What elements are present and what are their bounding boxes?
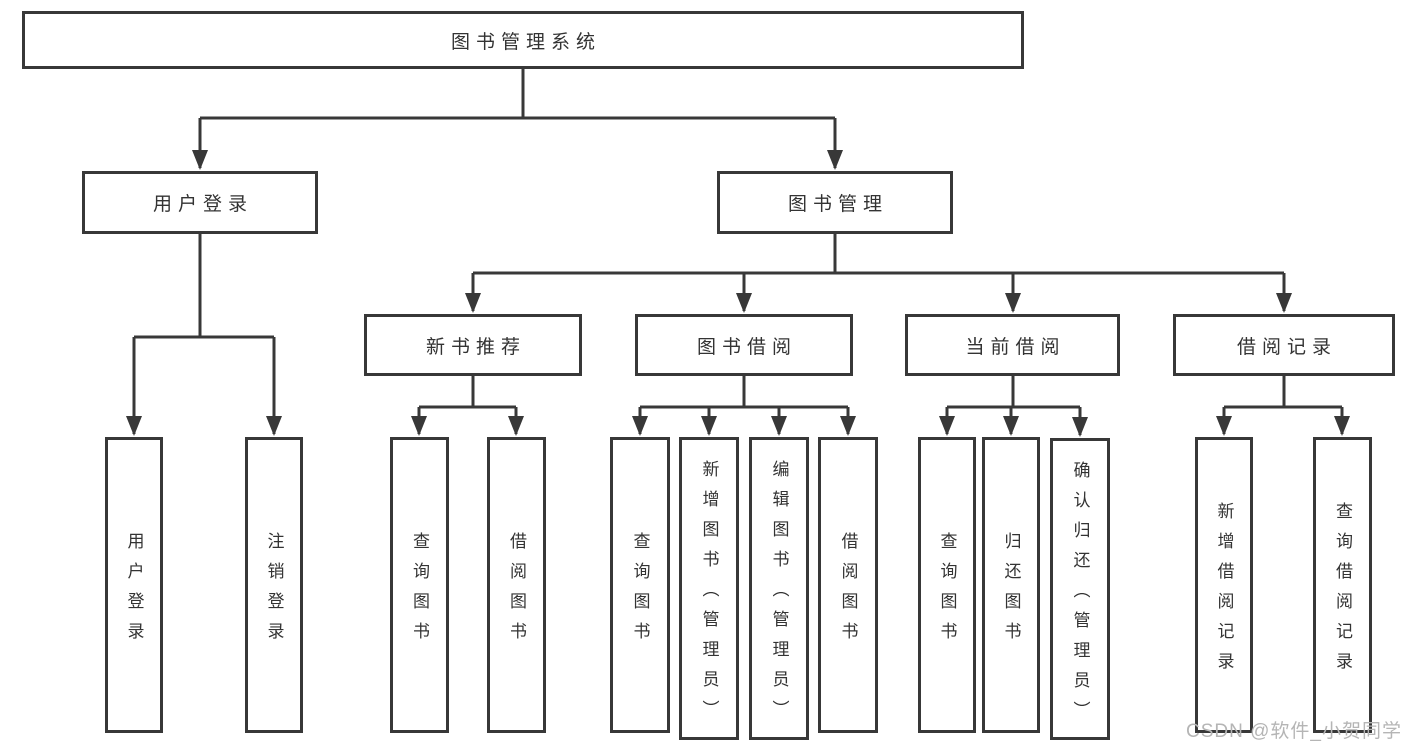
leaf-query-books-3: 查询图书 bbox=[918, 437, 976, 733]
node-root-label: 图书管理系统 bbox=[450, 31, 601, 53]
node-root: 图书管理系统 bbox=[22, 11, 1024, 69]
leaf-query-books-1: 查询图书 bbox=[390, 437, 449, 733]
leaf-add-borrow-record-label: 新增借阅记录 bbox=[1214, 501, 1234, 682]
node-new-book-recommend-label: 新书推荐 bbox=[425, 336, 526, 358]
leaf-add-book-admin-label: 新增图书（管理员） bbox=[699, 460, 719, 730]
leaf-borrow-books-2: 借阅图书 bbox=[818, 437, 878, 733]
leaf-query-borrow-record-label: 查询借阅记录 bbox=[1333, 501, 1352, 682]
watermark: CSDN @软件_小贺同学 bbox=[1186, 721, 1402, 742]
connector-borrowrecord-split bbox=[1224, 376, 1342, 409]
connector-bookborrow-split bbox=[640, 376, 848, 409]
leaf-user-login: 用户登录 bbox=[105, 437, 163, 733]
leaf-query-books-2-label: 查询图书 bbox=[630, 531, 650, 652]
leaf-query-books-3-label: 查询图书 bbox=[937, 531, 957, 652]
leaf-query-books-1-label: 查询图书 bbox=[410, 531, 429, 652]
leaf-edit-book-admin-label: 编辑图书（管理员） bbox=[769, 460, 789, 730]
node-user-login: 用户登录 bbox=[82, 171, 318, 234]
node-book-management: 图书管理 bbox=[717, 171, 953, 234]
connector-newbook-split bbox=[419, 376, 516, 409]
leaf-query-borrow-record: 查询借阅记录 bbox=[1313, 437, 1372, 733]
leaf-borrow-books-2-label: 借阅图书 bbox=[838, 531, 858, 652]
leaf-logout: 注销登录 bbox=[245, 437, 303, 733]
leaf-borrow-books-1: 借阅图书 bbox=[487, 437, 546, 733]
leaf-confirm-return-admin: 确认归还（管理员） bbox=[1050, 438, 1110, 740]
leaf-add-borrow-record: 新增借阅记录 bbox=[1195, 437, 1253, 733]
leaf-return-book-label: 归还图书 bbox=[1001, 531, 1021, 652]
leaf-confirm-return-admin-label: 确认归还（管理员） bbox=[1070, 460, 1090, 731]
node-current-borrow-label: 当前借阅 bbox=[965, 336, 1066, 358]
leaf-query-books-2: 查询图书 bbox=[610, 437, 670, 733]
leaf-add-book-admin: 新增图书（管理员） bbox=[679, 437, 739, 740]
node-borrow-record-label: 借阅记录 bbox=[1236, 336, 1337, 358]
node-book-management-label: 图书管理 bbox=[787, 194, 888, 215]
leaf-borrow-books-1-label: 借阅图书 bbox=[507, 531, 526, 652]
leaf-logout-label: 注销登录 bbox=[264, 531, 284, 652]
connector-bookmgmt-split bbox=[473, 234, 1284, 275]
leaf-return-book: 归还图书 bbox=[982, 437, 1040, 733]
node-book-borrow-label: 图书借阅 bbox=[696, 336, 797, 358]
node-new-book-recommend: 新书推荐 bbox=[364, 314, 582, 376]
node-book-borrow: 图书借阅 bbox=[635, 314, 853, 376]
connector-currentborrow-split bbox=[947, 376, 1080, 409]
connector-userlogin-split bbox=[134, 234, 274, 339]
node-borrow-record: 借阅记录 bbox=[1173, 314, 1395, 376]
leaf-edit-book-admin: 编辑图书（管理员） bbox=[749, 437, 809, 740]
node-current-borrow: 当前借阅 bbox=[905, 314, 1120, 376]
node-user-login-label: 用户登录 bbox=[152, 194, 253, 215]
leaf-user-login-label: 用户登录 bbox=[124, 531, 144, 652]
connector-root-split bbox=[200, 69, 835, 120]
